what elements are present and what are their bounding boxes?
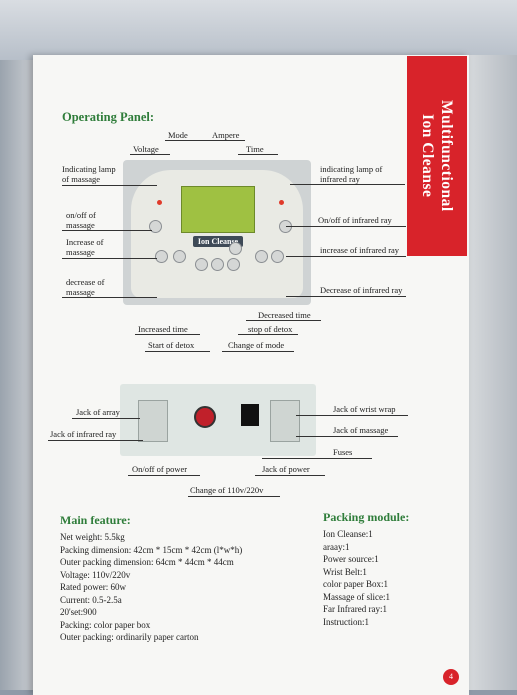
infrared-increase-button[interactable]: [271, 250, 284, 263]
increase-time-button[interactable]: [195, 258, 208, 271]
label-jack-power: Jack of power: [262, 464, 310, 474]
leader-line: [72, 418, 140, 419]
massage-increase-button[interactable]: [173, 250, 186, 263]
leader-line: [222, 351, 294, 352]
leader-line: [296, 436, 398, 437]
main-feature-item: Voltage: 110v/220v: [60, 569, 131, 580]
packing-module-item: color paper Box:1: [323, 579, 388, 589]
label-time: Time: [246, 144, 264, 154]
main-feature-item: Outer packing dimension: 64cm * 44cm * 4…: [60, 557, 234, 567]
leader-line: [238, 334, 298, 335]
main-feature-item: Net weight: 5.5kg: [60, 532, 125, 542]
label-jack-infrared: Jack of infrared ray: [50, 429, 117, 439]
stop-detox-button[interactable]: [229, 242, 242, 255]
label-power-onoff: On/off of power: [132, 464, 188, 474]
side-title-line1: Multifunctional: [438, 100, 455, 212]
change-mode-button[interactable]: [227, 258, 240, 271]
packing-module-item: Power source:1: [323, 554, 379, 564]
label-jack-wrist: Jack of wrist wrap: [333, 404, 396, 414]
leader-line: [286, 256, 406, 257]
packing-module-item: Massage of slice:1: [323, 591, 390, 602]
label-stop-detox: stop of detox: [248, 324, 293, 334]
right-background: [469, 55, 517, 690]
main-feature-title: Main feature:: [60, 513, 131, 527]
main-feature-item: 20'set:900: [60, 607, 97, 617]
label-mode: Mode: [168, 130, 188, 140]
label-ampere: Ampere: [212, 130, 240, 140]
lcd-display: [181, 186, 255, 233]
label-change-mode: Change of mode: [228, 340, 285, 350]
label-decreased-time: Decreased time: [258, 310, 311, 320]
left-background: [0, 60, 33, 690]
side-title-line2: Ion Cleanse: [419, 114, 436, 198]
massage-lamp-icon: [157, 200, 162, 205]
infrared-lamp-icon: [279, 200, 284, 205]
leader-line: [205, 140, 245, 141]
operating-panel-title: Operating Panel:: [62, 110, 155, 124]
device-name-plate: Ion Cleanse: [193, 236, 243, 247]
jack-array-socket: [138, 400, 168, 442]
leader-line: [62, 258, 157, 259]
back-panel-image: [120, 384, 316, 456]
packing-module-item: Ion Cleanse:1: [323, 529, 373, 539]
leader-line: [286, 226, 406, 227]
leader-line: [62, 297, 157, 298]
leader-line: [62, 185, 157, 186]
label-voltage: Voltage: [133, 144, 159, 154]
start-detox-button[interactable]: [211, 258, 224, 271]
leader-line: [145, 351, 210, 352]
label-increased-time: Increased time: [138, 324, 188, 334]
leader-line: [188, 496, 280, 497]
leader-line: [238, 154, 278, 155]
leader-line: [165, 140, 205, 141]
packing-module-item: Far Infrared ray:1: [323, 604, 387, 614]
leader-line: [286, 296, 406, 297]
packing-module-item: araay:1: [323, 541, 350, 552]
power-switch-icon[interactable]: [194, 406, 216, 428]
main-feature-item: Outer packing: ordinarily paper carton: [60, 632, 199, 642]
massage-onoff-button[interactable]: [149, 220, 162, 233]
packing-module-item: Instruction:1: [323, 616, 369, 627]
label-jack-massage: Jack of massage: [333, 425, 389, 435]
label-infrared-increase: increase of infrared ray: [320, 245, 400, 255]
main-feature-item: Packing: color paper box: [60, 619, 151, 630]
massage-decrease-button[interactable]: [155, 250, 168, 263]
label-jack-array: Jack of array: [76, 407, 120, 417]
leader-line: [62, 230, 152, 231]
leader-line: [128, 475, 200, 476]
power-jack-socket: [241, 404, 259, 426]
packing-module-title: Packing module:: [323, 510, 410, 524]
leader-line: [255, 475, 325, 476]
panel-face: Ion Cleanse: [131, 170, 303, 298]
leader-line: [290, 184, 405, 185]
leader-line: [296, 415, 408, 416]
leader-line: [130, 154, 170, 155]
label-fuses: Fuses: [333, 447, 353, 457]
main-feature-item: Current: 0.5-2.5a: [60, 594, 122, 605]
leader-line: [246, 320, 321, 321]
jack-wrist-socket: [270, 400, 300, 442]
leader-line: [48, 440, 143, 441]
background-top: [0, 0, 517, 60]
main-feature-item: Rated power: 60w: [60, 582, 126, 592]
label-infrared-onoff: On/off of infrared ray: [318, 215, 392, 225]
page-number: 4: [443, 669, 459, 685]
label-change-voltage: Change of 110v/220v: [190, 485, 264, 495]
leader-line: [262, 458, 372, 459]
main-feature-item: Packing dimension: 42cm * 15cm * 42cm (l…: [60, 544, 243, 555]
label-infrared-decrease: Decrease of infrared ray: [320, 285, 403, 295]
packing-module-item: Wrist Belt:1: [323, 566, 367, 577]
label-start-detox: Start of detox: [148, 340, 195, 350]
leader-line: [135, 334, 200, 335]
infrared-decrease-button[interactable]: [255, 250, 268, 263]
operating-panel-image: Ion Cleanse: [123, 160, 311, 305]
